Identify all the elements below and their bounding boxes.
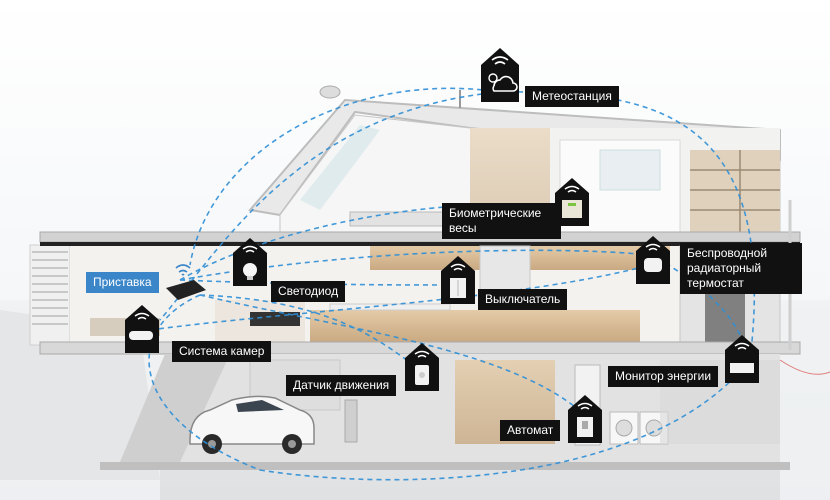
label-switch: Выключатель	[478, 289, 568, 310]
energy-monitor-icon	[725, 335, 759, 383]
weather-cloud-sun-icon	[481, 48, 519, 102]
security-camera-icon	[125, 305, 159, 353]
bathroom-scale-icon	[555, 178, 589, 226]
radiator-thermostat-icon	[636, 236, 670, 284]
label-set-top-box: Приставка	[86, 272, 159, 293]
label-biometric-scale: Биометрические весы	[442, 203, 561, 239]
light-switch-icon	[441, 256, 475, 304]
label-motion-sensor: Датчик движения	[286, 375, 397, 396]
label-camera-system: Система камер	[172, 341, 272, 362]
motion-sensor-icon	[405, 343, 439, 391]
label-energy-monitor: Монитор энергии	[608, 366, 719, 387]
label-radiator-thermostat: Беспроводной радиаторный термостат	[680, 243, 802, 294]
label-weather-station: Метеостанция	[525, 86, 619, 107]
circuit-breaker-icon	[568, 395, 602, 443]
set-top-box-icon	[166, 264, 206, 300]
led-bulb-icon	[233, 238, 267, 286]
label-led: Светодиод	[271, 281, 346, 302]
car	[189, 395, 315, 454]
label-circuit-breaker: Автомат	[500, 420, 561, 441]
